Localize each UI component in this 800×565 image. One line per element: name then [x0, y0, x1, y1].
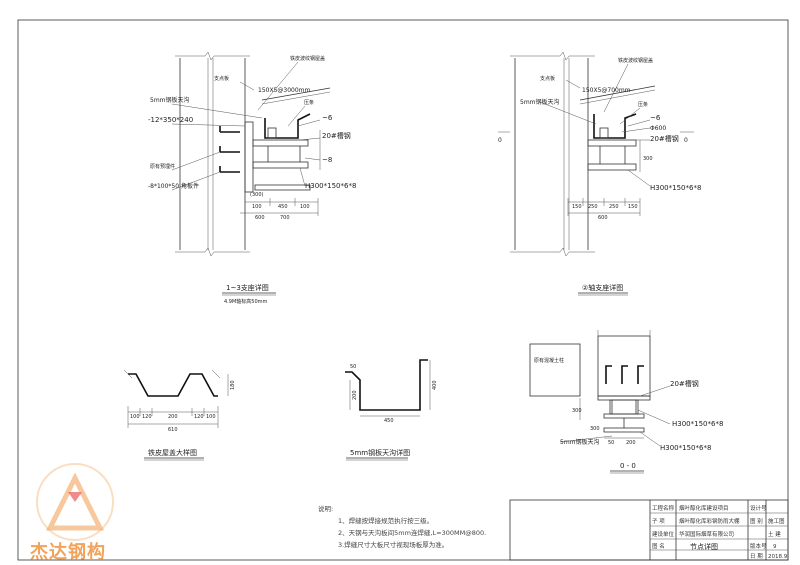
a-plate8-label: -8*100*50 角板件 — [148, 182, 199, 190]
a-plate5-label: 5mm钢板天沟 — [150, 96, 190, 104]
tb-stage-label: 图 别 — [750, 517, 763, 525]
b-plate5-label: 5mm钢板天沟 — [520, 98, 560, 106]
e-h300a-label: H300*150*6*8 — [672, 420, 723, 428]
c-dim-total: 610 — [168, 427, 178, 433]
tb-date-label: 日 期 — [750, 553, 763, 560]
detail-b: 300 0 0 支点板 铁皮波纹钢屋盖 150X5@700mm 5mm钢板天沟 … — [498, 51, 701, 296]
b-m6-label: ~6 — [650, 114, 661, 122]
c-dim-top-2: 200 — [168, 414, 178, 420]
b-dim-2: 250 — [609, 204, 619, 210]
a-small-label: 支点板 — [214, 75, 229, 82]
tb-item: 烟叶醇化库彩钢防雨大棚 — [679, 517, 740, 525]
detail-c: 180 100 120 200 120 100 610 铁皮屋盖大样图 — [123, 369, 236, 461]
tb-date: 2018.9 — [768, 554, 788, 560]
e-dim-0: 300 — [572, 408, 582, 414]
note-item-1: 1、焊缝按焊接规范执行按三级。 — [338, 517, 434, 525]
note-item-2: 2、天钢与天沟板间5mm连焊缝,L=300MM@800. — [338, 529, 487, 537]
a-wall-note-label: 原有预埋件 — [150, 163, 175, 170]
b-dim-3: 150 — [628, 204, 638, 210]
b-left-zero: 0 — [498, 137, 502, 144]
d-dim-2: 400 — [432, 380, 438, 390]
a-subtitle: 4.9M轴标高50mm — [224, 298, 267, 305]
e-plate5-label: 5mm钢板天沟 — [560, 438, 600, 446]
e-m20-label: 20#槽钢 — [670, 379, 699, 388]
a-deck-plate-label: 铁皮波纹钢屋盖 — [290, 55, 325, 62]
a-tiao-label: 压条 — [304, 99, 314, 106]
b-tiao-label: 压条 — [638, 101, 648, 108]
e-dim-1: 50 — [608, 440, 614, 446]
d-title: 5mm钢板天沟详图 — [350, 448, 410, 457]
b-dim-1: 250 — [588, 204, 598, 210]
e-h300b-label: H300*150*6*8 — [660, 444, 711, 452]
c-dim-top-3: 120 — [194, 414, 204, 420]
a-m6-label: ~6 — [322, 114, 333, 122]
detail-d: 200 450 400 50 5mm钢板天沟详图 — [345, 359, 438, 461]
b-deck-plate-label: 铁皮波纹钢屋盖 — [618, 57, 653, 64]
tb-item-label: 子 项 — [652, 518, 665, 525]
tb-drawing-label: 图 名 — [652, 542, 665, 550]
a-plate12-label: -12*350*240 — [148, 116, 193, 124]
a-title: 1~3支座详图 — [226, 283, 269, 292]
b-dim300: 300 — [643, 156, 653, 162]
tb-project-label: 工程名称 — [652, 504, 675, 512]
tb-sheet-no: 9 — [773, 544, 777, 550]
notes-heading: 说明: — [318, 505, 334, 513]
d-dim-0: 200 — [352, 390, 358, 400]
tb-drawing: 节点详图 — [690, 542, 718, 551]
b-small-label: 支点板 — [540, 75, 555, 82]
a-span-label: 150X5@3000mm — [258, 87, 310, 94]
e-beam-note: 原有混凝土柱 — [534, 357, 564, 364]
logo-text: 杰达钢构 — [30, 542, 106, 563]
b-dim-0: 150 — [572, 204, 582, 210]
b-phi-label: Φ600 — [650, 125, 666, 132]
e-title: 0 - 0 — [620, 462, 636, 470]
c-dim-top-1: 120 — [142, 414, 152, 420]
a-m8-label: ~8 — [322, 156, 332, 164]
b-title: ②轴支座详图 — [582, 283, 623, 292]
b-m20-label: 20#槽钢 — [650, 134, 679, 143]
a-h300-label: H300*150*6*8 — [305, 182, 356, 190]
detail-a: 支点板 铁皮波纹钢屋盖 150X5@3000mm 5mm钢板天沟 -12*350… — [148, 51, 356, 305]
a-dim-5: 700 — [280, 215, 290, 221]
b-dim-4: 600 — [598, 215, 608, 221]
a-dim-0: (300) — [250, 192, 263, 198]
title-block: 工程名称 烟叶醇化库建设项目 子 项 烟叶醇化库彩钢防雨大棚 建设单位 华润国际… — [509, 499, 789, 561]
tb-design-no-label: 设计号 — [750, 504, 767, 512]
tb-sheet-no-label: 版本号 — [750, 542, 767, 550]
detail-e: 原有混凝土柱 300 50 200 300 20#槽钢 H300*150*6*8… — [529, 330, 723, 474]
e-dim-3: 300 — [590, 426, 600, 432]
a-dim-3: 100 — [300, 204, 310, 210]
c-title: 铁皮屋盖大样图 — [148, 448, 197, 457]
sheet-border — [17, 19, 789, 561]
tb-stage-small: 土 建 — [768, 530, 781, 538]
c-dim-h: 180 — [230, 380, 236, 390]
a-dim-1: 100 — [252, 204, 262, 210]
logo-mark — [36, 463, 114, 541]
b-right-zero: 0 — [684, 137, 688, 144]
notes: 说明: 1、焊缝按焊接规范执行按三级。 2、天钢与天沟板间5mm连焊缝,L=30… — [318, 503, 518, 551]
c-dim-top-4: 100 — [206, 414, 216, 420]
note-item-3: 3.焊缝尺寸大板尺寸视现场板厚为准。 — [338, 541, 449, 549]
tb-project: 烟叶醇化库建设项目 — [679, 504, 729, 512]
a-dim-2: 450 — [278, 204, 288, 210]
b-h300-label: H300*150*6*8 — [650, 184, 701, 192]
tb-unit-label: 建设单位 — [652, 530, 675, 538]
a-dim-4: 600 — [255, 215, 265, 221]
e-dim-2: 200 — [626, 440, 636, 446]
c-dim-top-0: 100 — [130, 414, 140, 420]
b-span-label: 150X5@700mm — [582, 87, 631, 94]
d-dim-1: 450 — [384, 418, 394, 424]
tb-unit: 华润国际烟草有限公司 — [679, 530, 734, 538]
d-small: 50 — [350, 364, 356, 370]
tb-stage: 施工图 — [768, 517, 785, 525]
a-m20-label: 20#槽钢 — [322, 131, 351, 140]
